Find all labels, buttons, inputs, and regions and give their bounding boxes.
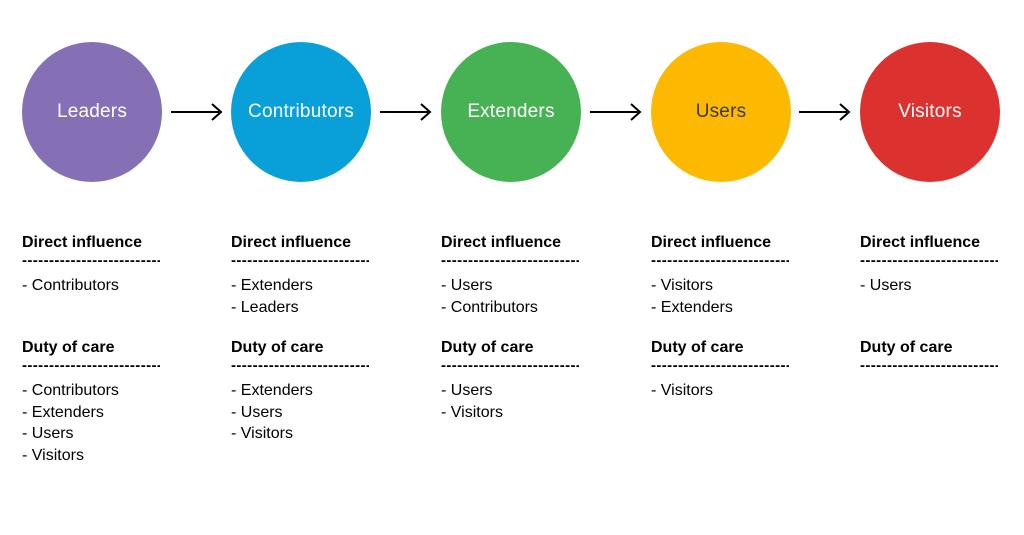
duty-of-care-heading: Duty of care xyxy=(651,339,744,356)
list-item: - Extenders xyxy=(231,382,313,399)
duty-of-care-heading: Duty of care xyxy=(22,339,115,356)
stage-circle-users: Users xyxy=(651,42,791,182)
direct-influence-heading: Direct influence xyxy=(860,234,981,251)
list-item: - Leaders xyxy=(231,298,299,316)
list-item: - Visitors xyxy=(651,382,713,399)
list-item: - Contributors xyxy=(22,277,119,294)
duty-of-care-list: - Extenders - Users - Visitors xyxy=(231,380,386,445)
list-item: - Users xyxy=(22,425,74,442)
list-item: - Users xyxy=(231,403,283,421)
direct-influence-heading: Direct influence xyxy=(231,234,352,251)
direct-influence-list: - Visitors - Extenders xyxy=(651,275,806,318)
list-item: - Visitors xyxy=(651,277,713,294)
list-item: - Extenders xyxy=(231,277,313,294)
list-item: - Extenders xyxy=(22,403,104,421)
section-divider: ---------------------------------- xyxy=(231,254,369,269)
direct-influence-list: - Users xyxy=(860,275,1015,297)
stage-column-leaders: Leaders Direct influence ---------------… xyxy=(22,42,177,466)
stage-circle-label: Extenders xyxy=(467,101,555,122)
list-item: - Contributors xyxy=(441,298,538,316)
list-item: - Extenders xyxy=(651,298,733,316)
direct-influence-list: - Contributors xyxy=(22,275,177,297)
duty-of-care-heading: Duty of care xyxy=(860,339,953,356)
stage-circle-leaders: Leaders xyxy=(22,42,162,182)
flow-arrow-icon xyxy=(799,103,851,121)
stage-circle-visitors: Visitors xyxy=(860,42,1000,182)
section-divider: ---------------------------------- xyxy=(22,359,160,374)
list-item: - Visitors xyxy=(231,425,293,442)
stage-circle-label: Leaders xyxy=(56,101,128,122)
duty-of-care-list: - Visitors xyxy=(651,380,806,402)
duty-of-care-list: - Contributors - Extenders - Users - Vis… xyxy=(22,380,177,466)
section-divider: ---------------------------------- xyxy=(651,254,789,269)
duty-of-care-list: - Users - Visitors xyxy=(441,380,596,423)
stage-column-users: Users Direct influence -----------------… xyxy=(651,42,806,402)
stage-column-visitors: Visitors Direct influence --------------… xyxy=(860,42,1015,380)
section-divider: ---------------------------------- xyxy=(441,359,579,374)
stage-circle-label: Visitors xyxy=(898,101,962,122)
direct-influence-heading: Direct influence xyxy=(441,234,562,251)
stage-column-contributors: Contributors Direct influence ----------… xyxy=(231,42,386,445)
direct-influence-list: - Users - Contributors xyxy=(441,275,596,318)
list-item: - Visitors xyxy=(22,446,84,464)
duty-of-care-heading: Duty of care xyxy=(231,339,324,356)
section-divider: ---------------------------------- xyxy=(441,254,579,269)
list-item: - Contributors xyxy=(22,382,119,399)
direct-influence-list: - Extenders - Leaders xyxy=(231,275,386,318)
direct-influence-heading: Direct influence xyxy=(22,234,143,251)
section-divider: ---------------------------------- xyxy=(651,359,789,374)
flow-arrow-icon xyxy=(171,103,223,121)
flow-arrow-icon xyxy=(590,103,642,121)
section-divider: ---------------------------------- xyxy=(860,254,998,269)
section-divider: ---------------------------------- xyxy=(860,359,998,374)
list-item: - Users xyxy=(860,277,912,294)
section-divider: ---------------------------------- xyxy=(231,359,369,374)
section-divider: ---------------------------------- xyxy=(22,254,160,269)
list-item: - Users xyxy=(441,277,493,294)
stage-circle-contributors: Contributors xyxy=(231,42,371,182)
duty-of-care-heading: Duty of care xyxy=(441,339,534,356)
list-item: - Visitors xyxy=(441,403,503,421)
direct-influence-heading: Direct influence xyxy=(651,234,772,251)
stage-circle-label: Users xyxy=(695,101,747,122)
flow-arrow-icon xyxy=(380,103,432,121)
stage-column-extenders: Extenders Direct influence -------------… xyxy=(441,42,596,423)
stage-circle-label: Contributors xyxy=(248,101,354,122)
stage-circle-extenders: Extenders xyxy=(441,42,581,182)
list-item: - Users xyxy=(441,382,493,399)
